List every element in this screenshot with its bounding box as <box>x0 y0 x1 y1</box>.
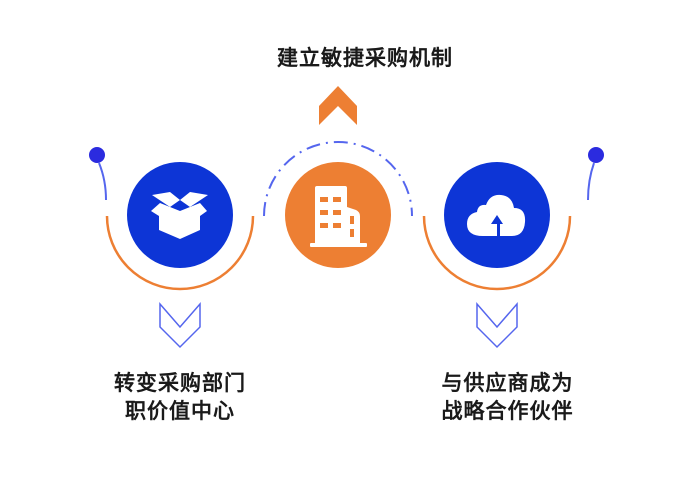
right-orange-arc <box>422 215 572 291</box>
middle-dashed-arc <box>263 141 413 217</box>
step3-line2: 战略合作伙伴 <box>441 399 574 423</box>
step1-line2: 职价值中心 <box>125 399 235 423</box>
step1-line1: 转变采购部门 <box>114 371 246 395</box>
left-connector-line <box>98 162 107 201</box>
office-building-icon <box>310 186 367 247</box>
step3-line1: 与供应商成为 <box>441 371 574 395</box>
right-dot <box>588 147 604 163</box>
up-chevron-icon <box>319 86 357 125</box>
step1-label: 转变采购部门 职价值中心 <box>80 369 280 425</box>
left-orange-arc <box>105 215 255 291</box>
down-chevron-icon <box>159 301 518 349</box>
open-box-icon <box>151 192 208 239</box>
right-connector-line <box>587 162 595 201</box>
left-dot <box>89 147 105 163</box>
step3-label: 与供应商成为 战略合作伙伴 <box>405 369 610 425</box>
title-label: 建立敏捷采购机制 <box>277 46 453 70</box>
cloud-upload-icon <box>467 194 526 236</box>
